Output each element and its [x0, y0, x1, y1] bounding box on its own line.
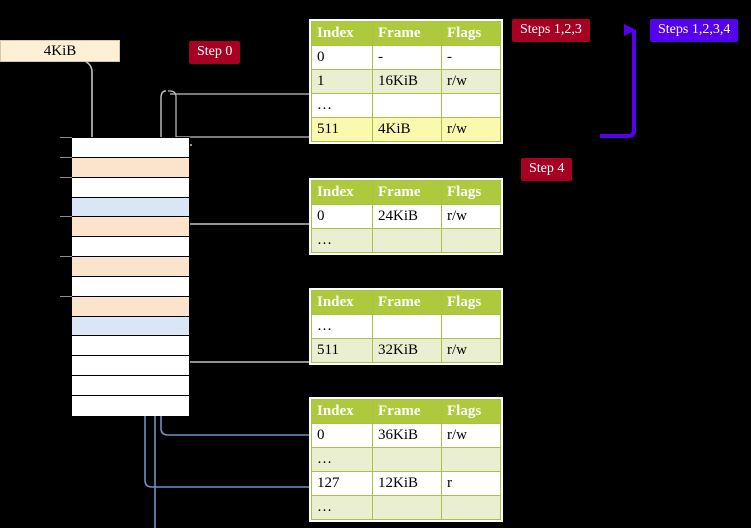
- wire-l3-to-cell8: [173, 321, 311, 363]
- memory-frame-13: [72, 395, 189, 416]
- page-table-level-4-r1-index: …: [311, 447, 373, 472]
- page-table-level-4-r0-flags: r/w: [441, 423, 501, 448]
- page-table-level-4-r1-frame: [372, 447, 442, 472]
- page-table-level-1-r0-frame: -: [372, 45, 442, 70]
- memory-frame-6: [72, 257, 189, 277]
- memory-frame-0: [72, 138, 189, 158]
- page-table-level-3-header-flags: Flags: [441, 290, 501, 315]
- page-table-level-4-r2-flags: r: [441, 471, 501, 496]
- badge-step-4: Step 4: [521, 158, 573, 181]
- memory-frame-8: [72, 296, 189, 317]
- page-table-level-2-r0-index: 0: [311, 204, 373, 229]
- table-row: 0--: [311, 45, 501, 70]
- page-table-level-4-r0-frame: 36KiB: [372, 423, 442, 448]
- table-row: …: [311, 93, 501, 118]
- memory-frame-5: [72, 237, 189, 258]
- page-table-level-1-r3-index: 511: [311, 117, 373, 142]
- memory-frame-10: [72, 336, 189, 357]
- memory-frame-12: [72, 376, 189, 396]
- physical-memory-column: [71, 137, 190, 416]
- page-table-level-1-r0-flags: -: [441, 45, 501, 70]
- table-row: …: [311, 314, 501, 339]
- page-table-level-4-header-flags: Flags: [441, 399, 501, 424]
- memory-tick-6: [60, 256, 72, 258]
- table-row: …: [311, 228, 501, 253]
- memory-tick-0: [60, 137, 72, 138]
- page-table-level-1-r0-index: 0: [311, 45, 373, 70]
- page-table-level-4-r3-frame: [372, 495, 442, 520]
- memory-frame-1: [72, 157, 189, 178]
- page-table-level-2-r1-flags: [441, 228, 501, 253]
- memory-size-label: 4KiB: [0, 40, 120, 62]
- page-table-level-4-header-index: Index: [311, 399, 373, 424]
- badge-step-0: Step 0: [189, 41, 241, 64]
- page-table-level-4-r0-index: 0: [311, 423, 373, 448]
- memory-frame-11: [72, 356, 189, 377]
- badge-steps-1234: Steps 1,2,3,4: [650, 19, 739, 42]
- page-table-level-2-r0-flags: r/w: [441, 204, 501, 229]
- page-table-level-1-r2-frame: [372, 93, 442, 118]
- memory-frame-7: [72, 276, 189, 297]
- wire-l1-down-left: [160, 90, 167, 140]
- memory-tick-2: [60, 176, 72, 178]
- page-table-level-4-r2-frame: 12KiB: [372, 471, 442, 496]
- wire-4kib-to-memory: [59, 55, 100, 150]
- page-table-level-2-header-frame: Frame: [372, 180, 442, 205]
- badge-steps-123: Steps 1,2,3: [512, 19, 590, 42]
- page-table-level-2-r0-frame: 24KiB: [372, 204, 442, 229]
- page-table-level-4-r1-flags: [441, 447, 501, 472]
- page-table-level-1-r3-flags: r/w: [441, 117, 501, 142]
- page-table-level-1-r1-index: 1: [311, 69, 373, 94]
- memory-frame-4: [72, 217, 189, 238]
- wire-l2-to-cell6: [173, 223, 311, 266]
- page-table-level-3-r1-frame: 32KiB: [372, 338, 442, 363]
- memory-tick-8: [60, 295, 72, 297]
- page-table-level-3-header-frame: Frame: [372, 290, 442, 315]
- page-table-level-4-r3-index: …: [311, 495, 373, 520]
- page-table-level-1-header-index: Index: [311, 21, 373, 46]
- page-table-level-3-r0-frame: [372, 314, 442, 339]
- page-table-level-3-r1-index: 511: [311, 338, 373, 363]
- page-table-level-3-header-index: Index: [311, 290, 373, 315]
- page-table-level-3-r1-flags: r/w: [441, 338, 501, 363]
- page-table-level-1-r3-frame: 4KiB: [372, 117, 442, 142]
- page-table-level-3-r0-flags: [441, 314, 501, 339]
- memory-frame-2: [72, 177, 189, 198]
- page-table-level-4-r3-flags: [441, 495, 501, 520]
- memory-frame-9: [72, 316, 189, 337]
- page-table-level-1-r1-frame: 16KiB: [372, 69, 442, 94]
- page-table-level-1-header-flags: Flags: [441, 21, 501, 46]
- page-table-level-4-r2-index: 127: [311, 471, 373, 496]
- page-table-level-2-r1-index: …: [311, 228, 373, 253]
- memory-frame-3: [72, 197, 189, 218]
- page-table-level-1-r2-index: …: [311, 93, 373, 118]
- page-table-level-2-header-index: Index: [311, 180, 373, 205]
- page-table-level-1-r1-flags: r/w: [441, 69, 501, 94]
- wire-l4-row127-to-memory: [144, 415, 311, 488]
- table-row: …: [311, 447, 501, 472]
- page-table-level-2-r1-frame: [372, 228, 442, 253]
- page-table-level-2-header-flags: Flags: [441, 180, 501, 205]
- memory-tick-1: [60, 156, 72, 158]
- wire-l1-row511-out: [168, 90, 311, 138]
- page-table-level-4-header-frame: Frame: [372, 399, 442, 424]
- memory-tick-4: [60, 216, 72, 218]
- page-table-level-3-r0-index: …: [311, 314, 373, 339]
- page-table-level-1-r2-flags: [441, 93, 501, 118]
- page-table-level-1-header-frame: Frame: [372, 21, 442, 46]
- table-row: …: [311, 495, 501, 520]
- violet-bracket-arrow: [600, 24, 636, 138]
